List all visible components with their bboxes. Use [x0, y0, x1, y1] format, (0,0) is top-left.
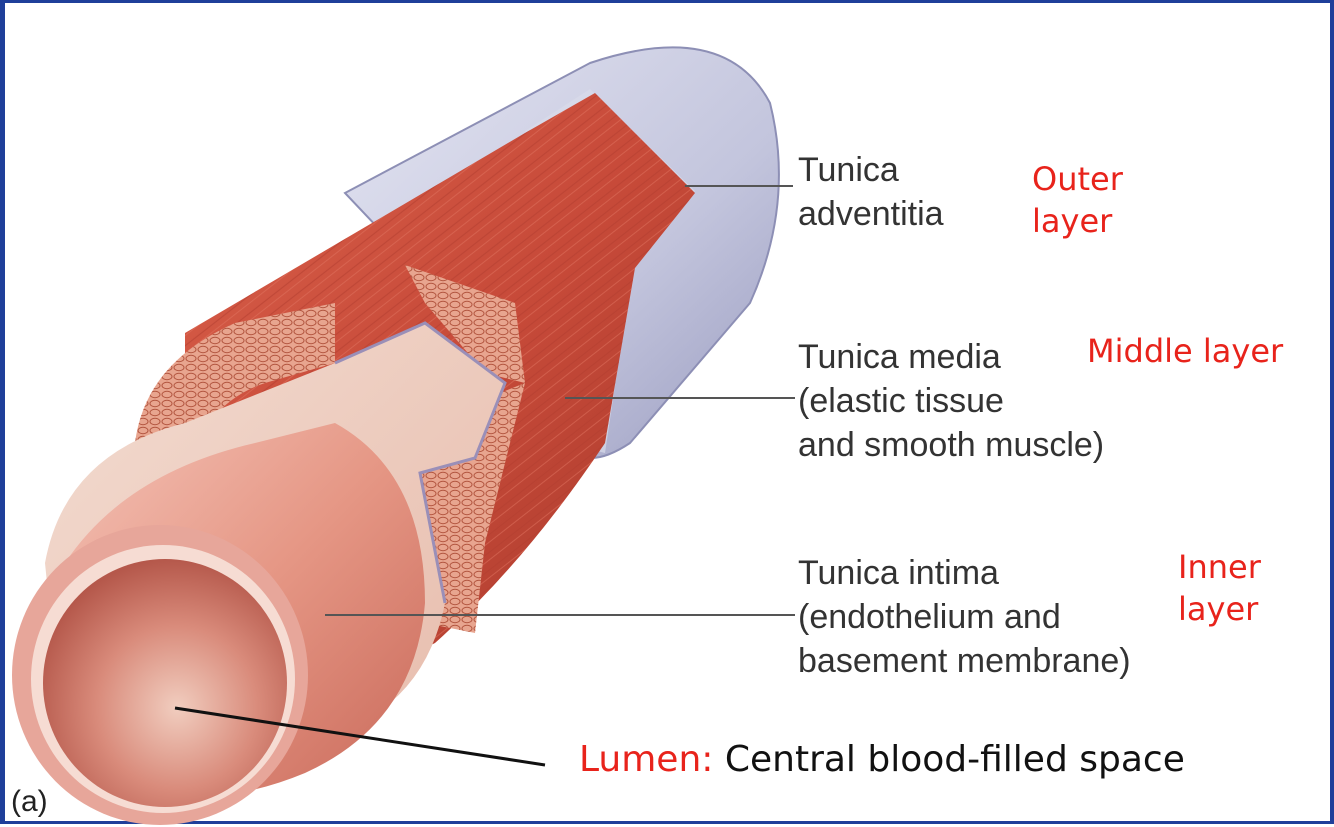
- label-tunica-intima: Tunica intima (endothelium and basement …: [798, 554, 1131, 680]
- lumen-description: Central blood-filled space: [713, 739, 1185, 780]
- note-inner-layer: Inner layer: [1178, 548, 1261, 628]
- label-tunica-adventitia: Tunica adventitia: [798, 151, 944, 233]
- panel-label: (a): [11, 785, 48, 818]
- note-middle-layer: Middle layer: [1087, 332, 1284, 370]
- lumen-caption: Lumen: Central blood-filled space: [579, 739, 1185, 780]
- lumen-key: Lumen:: [579, 739, 714, 780]
- lumen: [12, 525, 308, 825]
- note-outer-layer: Outer layer: [1032, 160, 1123, 240]
- blood-vessel-illustration: [12, 46, 795, 825]
- leader-line-lumen: [174, 706, 546, 767]
- label-tunica-media: Tunica media (elastic tissue and smooth …: [798, 338, 1105, 464]
